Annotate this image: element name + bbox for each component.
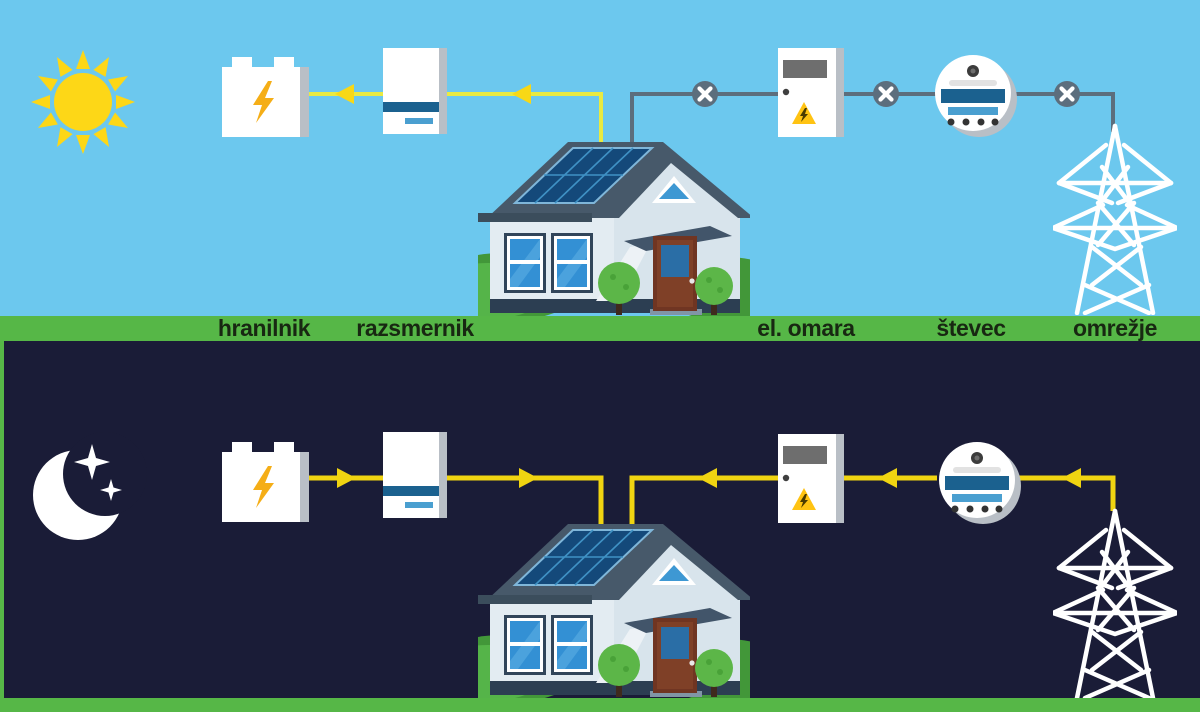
battery-icon — [222, 442, 309, 522]
moon-icon — [33, 432, 147, 540]
day-ground-strip — [0, 316, 1200, 341]
night-wires — [307, 468, 1116, 566]
house-icon — [478, 523, 750, 698]
night-arrow-to-house-from-cabinet — [698, 468, 717, 488]
night-arrow-to-inverter — [337, 468, 356, 488]
meter-icon — [939, 442, 1021, 524]
label-inverter: razsmernik — [356, 315, 474, 341]
breaker-x-icon — [873, 81, 899, 107]
night-panel — [0, 341, 1200, 712]
electrical-cabinet-icon — [778, 434, 844, 523]
label-meter: števec — [936, 315, 1006, 341]
meter-icon — [935, 55, 1017, 137]
day-arrow-to-battery — [335, 84, 354, 104]
breaker-x-icon — [692, 81, 718, 107]
label-cabinet: el. omara — [757, 315, 855, 341]
grid-pylon-icon — [1053, 508, 1177, 700]
night-arrow-to-cabinet — [878, 468, 897, 488]
sun-icon — [28, 47, 138, 157]
night-left-green-border — [0, 341, 4, 712]
night-ground-strip — [0, 698, 1200, 712]
night-arrow-to-house — [519, 468, 538, 488]
label-battery: hranilnik — [217, 315, 311, 341]
grid-pylon-icon — [1053, 123, 1177, 315]
label-grid: omrežje — [1072, 315, 1158, 341]
inverter-icon — [383, 48, 447, 134]
electrical-cabinet-icon — [778, 48, 844, 137]
day-panel — [0, 0, 1200, 341]
battery-icon — [222, 57, 309, 137]
house-icon — [478, 141, 750, 316]
day-arrow-to-inverter — [512, 84, 531, 104]
inverter-icon — [383, 432, 447, 518]
night-arrow-to-meter — [1062, 468, 1081, 488]
breaker-x-icon — [1054, 81, 1080, 107]
